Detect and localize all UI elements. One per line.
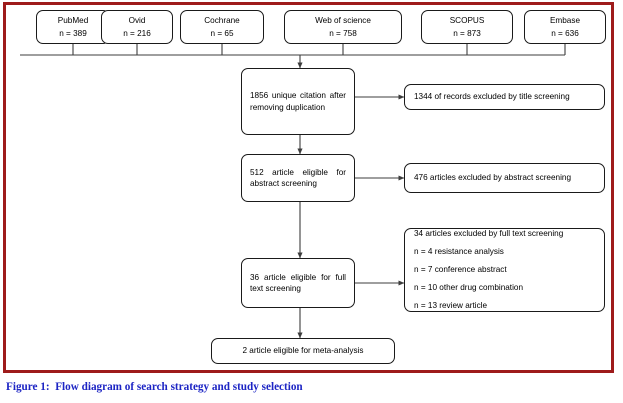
source-name: Web of science <box>315 15 371 25</box>
exclusion-reason-review-article: n = 13 review article <box>414 301 488 311</box>
source-count: n = 389 <box>59 29 87 38</box>
exclusion-title-screening-text: 1344 of records excluded by title screen… <box>414 92 570 102</box>
connector-layer <box>20 44 566 339</box>
flow-box-final-meta-analysis: 2 article eligible for meta-analysis <box>211 338 395 364</box>
exclusion-box-abstract-screening: 476 articles excluded by abstract screen… <box>404 163 605 193</box>
source-count: n = 636 <box>551 29 579 38</box>
exclusion-box-title-screening: 1344 of records excluded by title screen… <box>404 84 605 110</box>
source-box-embase: Embase n = 636 <box>524 10 606 44</box>
source-box-pubmed: PubMed n = 389 <box>36 10 110 44</box>
exclusion-reason-resistance-analysis: n = 4 resistance analysis <box>414 247 504 257</box>
source-count: n = 216 <box>123 29 151 38</box>
exclusion-box-fulltext-screening: 34 articles excluded by full text screen… <box>404 228 605 312</box>
exclusion-reason-other-drug-combination: n = 10 other drug combination <box>414 283 524 293</box>
flow-box-deduplication-text: 1856 unique citation after removing dupl… <box>250 91 346 112</box>
source-count: n = 873 <box>453 29 481 38</box>
source-name: PubMed <box>57 15 89 25</box>
source-name: SCOPUS <box>449 15 485 25</box>
source-box-scopus: SCOPUS n = 873 <box>421 10 513 44</box>
source-name: Ovid <box>128 15 146 25</box>
exclusion-fulltext-heading: 34 articles excluded by full text screen… <box>414 229 564 239</box>
flow-box-deduplication: 1856 unique citation after removing dupl… <box>241 68 355 135</box>
flow-box-abstract-eligible: 512 article eligible for abstract screen… <box>241 154 355 202</box>
source-name: Embase <box>549 15 581 25</box>
source-count: n = 65 <box>210 29 234 38</box>
source-box-cochrane: Cochrane n = 65 <box>180 10 264 44</box>
flow-diagram: PubMed n = 389 Ovid n = 216 Cochrane n =… <box>20 10 606 364</box>
exclusion-reason-conference-abstract: n = 7 conference abstract <box>414 265 507 275</box>
flow-box-abstract-eligible-text: 512 article eligible for abstract screen… <box>250 167 346 189</box>
flow-box-fulltext-eligible: 36 article eligible for full text screen… <box>241 258 355 308</box>
figure-caption: Figure 1: Flow diagram of search strateg… <box>6 381 303 393</box>
flow-box-final-meta-analysis-text: 2 article eligible for meta-analysis <box>242 346 364 356</box>
source-box-web-of-science: Web of science n = 758 <box>284 10 402 44</box>
source-count: n = 758 <box>329 29 357 38</box>
flow-box-fulltext-eligible-text: 36 article eligible for full text screen… <box>250 272 346 294</box>
source-box-ovid: Ovid n = 216 <box>101 10 173 44</box>
source-name: Cochrane <box>204 15 240 25</box>
exclusion-abstract-screening-text: 476 articles excluded by abstract screen… <box>414 173 572 183</box>
